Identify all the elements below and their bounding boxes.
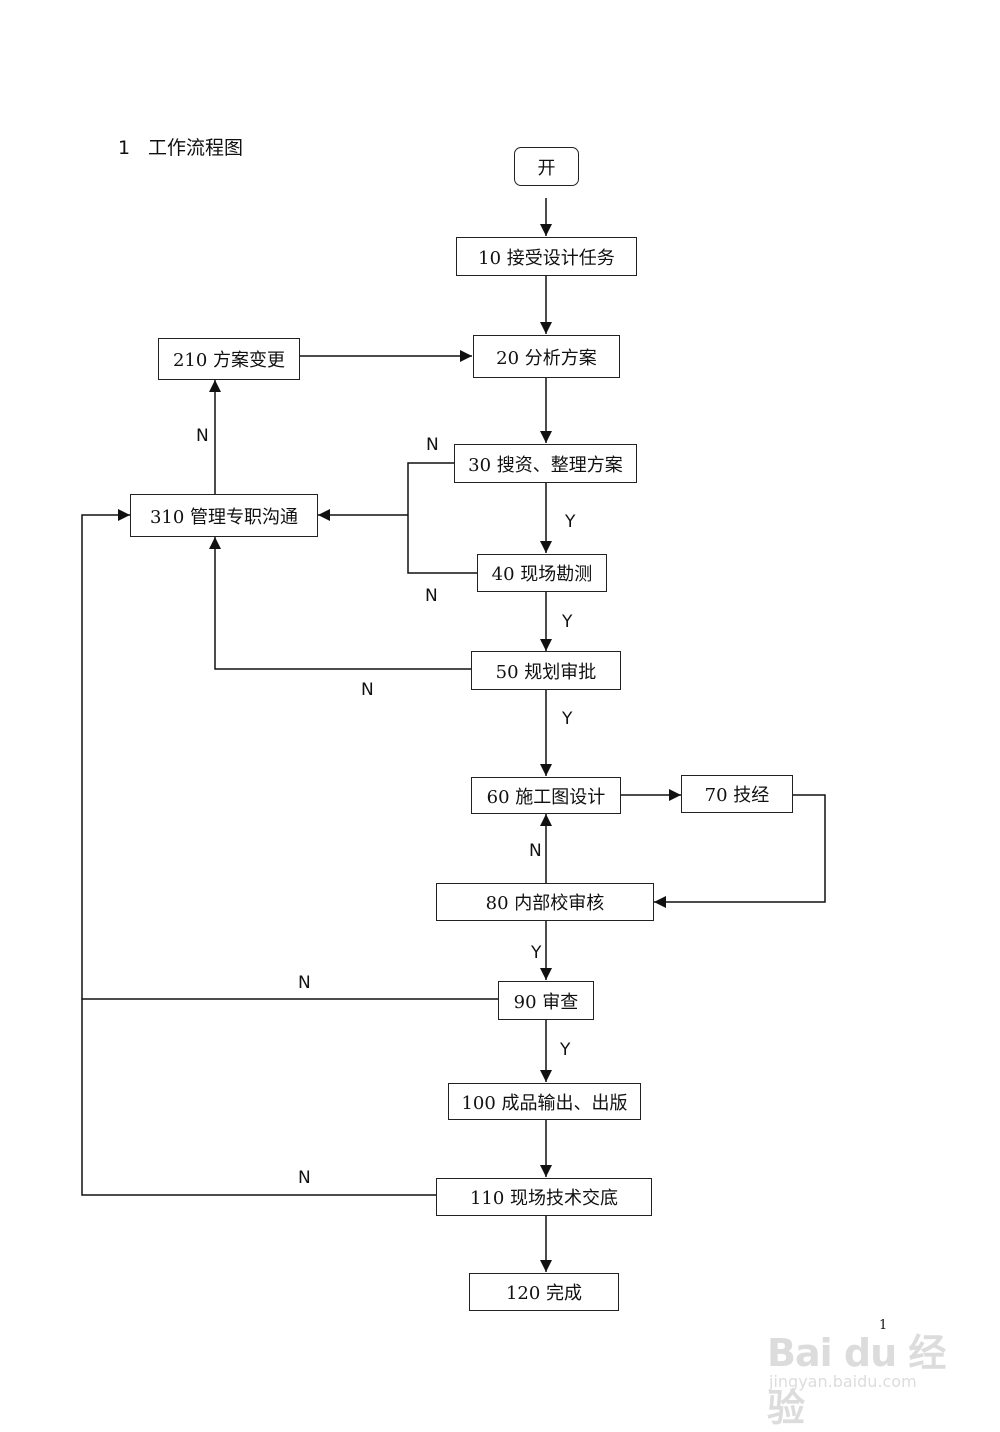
label-n-310-210: N <box>196 426 209 446</box>
node-20: 20 分析方案 <box>473 335 620 378</box>
node-60: 60 施工图设计 <box>471 777 621 814</box>
page-number: 1 <box>879 1318 888 1333</box>
heading-title: 工作流程图 <box>148 137 244 159</box>
heading-number: 1 <box>118 137 131 159</box>
label-y-40-50: Y <box>562 612 573 632</box>
label-n-90: N <box>298 973 311 993</box>
label-n-40: N <box>425 586 438 606</box>
label-n-30: N <box>426 435 439 455</box>
label-n-110: N <box>298 1168 311 1188</box>
edge-30-310 <box>407 462 455 515</box>
node-50: 50 规划审批 <box>471 651 621 690</box>
edge-40-310 <box>407 515 477 574</box>
edge-50-310 <box>209 537 472 670</box>
node-90: 90 审查 <box>498 981 594 1020</box>
node-start: 开 <box>514 147 579 186</box>
page-heading: 1 工作流程图 <box>118 133 243 160</box>
label-n-50: N <box>361 680 374 700</box>
node-30: 30 搜资、整理方案 <box>454 444 637 483</box>
label-y-90-100: Y <box>560 1040 571 1060</box>
node-210: 210 方案变更 <box>158 338 300 380</box>
node-100: 100 成品输出、出版 <box>448 1083 641 1120</box>
edge-110-loop <box>81 999 436 1196</box>
edge-70-80 <box>654 794 826 908</box>
node-120: 120 完成 <box>469 1273 619 1311</box>
label-y-30-40: Y <box>565 512 576 532</box>
label-y-50-60: Y <box>562 709 573 729</box>
node-110: 110 现场技术交底 <box>436 1178 652 1216</box>
node-10: 10 接受设计任务 <box>456 237 637 276</box>
node-40: 40 现场勘测 <box>477 554 607 592</box>
node-310: 310 管理专职沟通 <box>130 494 318 537</box>
watermark: Bai du 经验 jingyan.baidu.com <box>765 1320 955 1430</box>
label-n-80-60: N <box>529 841 542 861</box>
edge-90-110-loop <box>81 509 498 1000</box>
node-70: 70 技经 <box>681 775 793 813</box>
watermark-url: jingyan.baidu.com <box>769 1372 917 1391</box>
label-y-80-90: Y <box>531 943 542 963</box>
node-80: 80 内部校审核 <box>436 883 654 921</box>
